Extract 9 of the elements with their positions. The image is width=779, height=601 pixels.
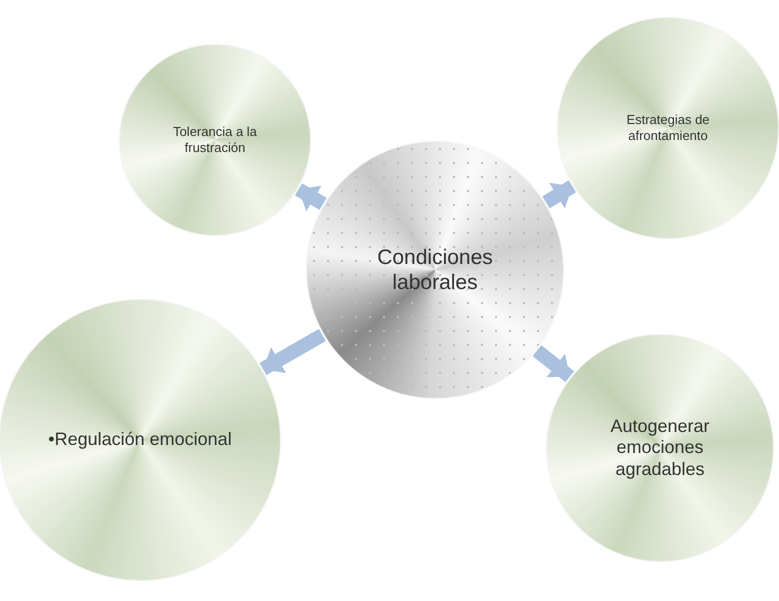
circle-label: Condiciones laborales (376, 244, 494, 296)
circle-label: Estrategias de afrontamiento (625, 112, 711, 144)
block-arrow (542, 180, 576, 208)
circle-label: Autogenerar emociones agradables (609, 416, 711, 480)
block-arrow (532, 345, 574, 382)
circle-label: •Regulación emocional (48, 429, 232, 451)
block-arrow (294, 183, 327, 212)
block-arrow (260, 328, 326, 376)
circle-label: Tolerancia a la frustración (172, 124, 258, 156)
